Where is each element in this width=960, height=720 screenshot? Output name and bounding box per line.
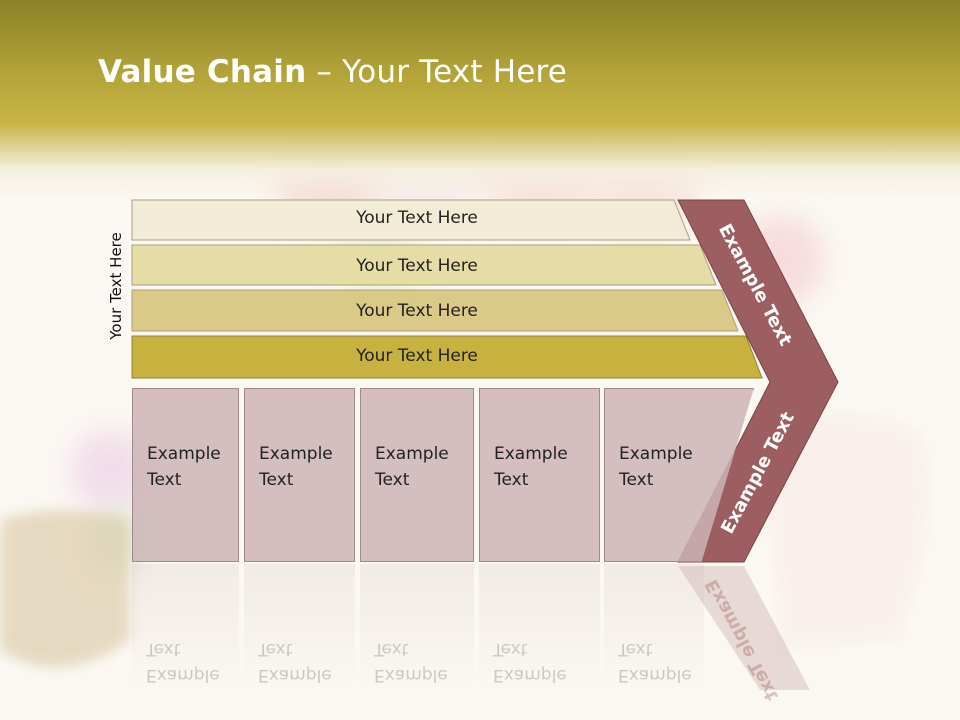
reflection-text: Example Text bbox=[374, 639, 448, 685]
band-2-label: Your Text Here bbox=[356, 256, 478, 276]
margin-chevron bbox=[677, 199, 839, 563]
band-3 bbox=[131, 289, 739, 332]
side-label: Your Text Here bbox=[107, 232, 125, 340]
header-band bbox=[0, 0, 960, 200]
reflection-text: Example Text bbox=[618, 639, 692, 685]
box-reflection-3: Example Text bbox=[360, 564, 474, 694]
activity-box-4: Example Text bbox=[479, 388, 600, 562]
band-4-label: Your Text Here bbox=[356, 346, 478, 366]
box-reflection-2: Example Text bbox=[244, 564, 355, 694]
slide-title: Value Chain – Your Text Here bbox=[98, 54, 567, 90]
activity-box-1: Example Text bbox=[132, 388, 239, 562]
reflection-text: Example Text bbox=[258, 639, 332, 685]
title-bold: Value Chain bbox=[98, 54, 307, 90]
band-1-label: Your Text Here bbox=[356, 208, 478, 228]
band-3-label: Your Text Here bbox=[356, 301, 478, 321]
reflection-text: Example Text bbox=[493, 639, 567, 685]
reflection-text: Example Text bbox=[146, 639, 220, 685]
box-reflection-4: Example Text bbox=[479, 564, 600, 694]
band-4 bbox=[131, 335, 763, 379]
band-1 bbox=[131, 199, 691, 241]
title-rest: – Your Text Here bbox=[306, 54, 568, 90]
activity-box-3: Example Text bbox=[360, 388, 474, 562]
box-reflection-1: Example Text bbox=[132, 564, 239, 694]
activity-box-2: Example Text bbox=[244, 388, 355, 562]
chevron-reflection bbox=[678, 566, 810, 690]
band-2 bbox=[131, 244, 717, 286]
box-reflection-5: Example Text bbox=[604, 564, 704, 694]
